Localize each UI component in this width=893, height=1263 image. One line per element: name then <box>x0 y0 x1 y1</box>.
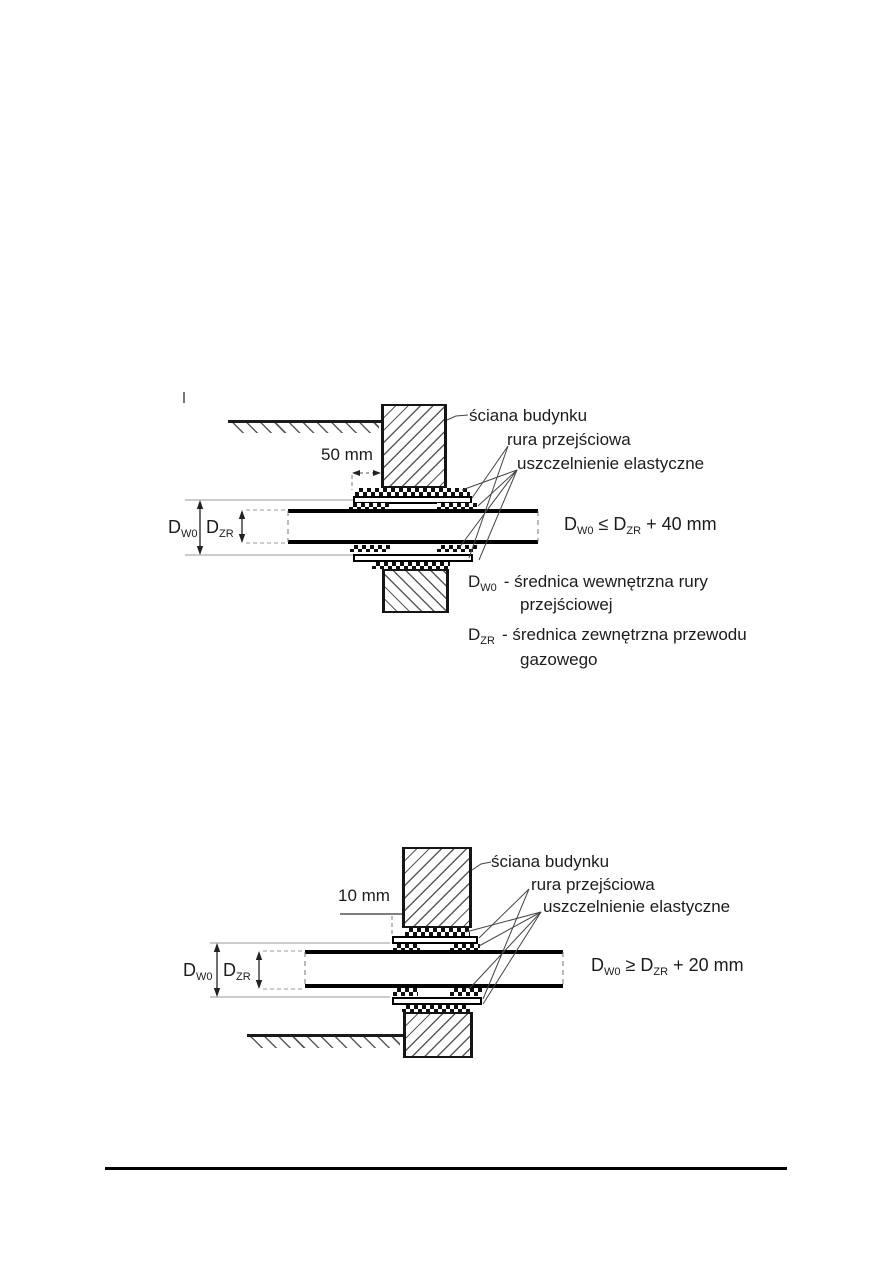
formula-operator: ≤ <box>598 514 609 534</box>
formula-rhs-sub: ZR <box>626 525 642 537</box>
legend-dzr-line2: gazowego <box>520 650 598 669</box>
footer-rule <box>105 1167 787 1170</box>
sleeve-pipe-lower <box>353 554 473 562</box>
legend-base: D <box>468 625 481 644</box>
formula-rhs-sub: ZR <box>653 966 669 978</box>
legend-sub: ZR <box>480 635 495 647</box>
formula-rhs: D <box>613 514 627 534</box>
seal-strip-lower <box>372 562 450 569</box>
wall-lower-section <box>382 569 449 613</box>
dim-base: D <box>206 517 219 537</box>
formula-lhs-sub: W0 <box>577 525 594 537</box>
formula-lhs: D <box>591 955 604 975</box>
seal-block-lower-left <box>350 545 390 552</box>
ground-hatch <box>230 422 379 433</box>
seal-block-upper-right <box>437 503 477 510</box>
diagram-wall-penetration-above-ground: ściana budynku rura przejściowa uszczeln… <box>180 840 780 1070</box>
seal-strip-lower <box>402 1005 470 1012</box>
dim-base: D <box>183 960 196 980</box>
dimension-10mm: 10 mm <box>338 886 390 905</box>
legend-text: - średnica wewnętrzna rury <box>503 572 708 591</box>
gas-pipe <box>288 509 538 544</box>
legend-base: D <box>468 572 481 591</box>
dimension-label-dw0: DW0 <box>183 960 213 983</box>
seal-block-upper-left <box>393 944 420 951</box>
dimension-50mm: 50 mm <box>321 445 373 464</box>
legend-dw0-line2: przejściowej <box>520 595 613 614</box>
annotation-lines-bottom <box>210 861 564 1005</box>
dim-sub: ZR <box>219 528 234 540</box>
dim-base: D <box>168 517 181 537</box>
ground-line <box>228 420 381 423</box>
label-seal: uszczelnienie elastyczne <box>517 454 705 473</box>
formula-operator: ≥ <box>625 955 636 975</box>
ground-line <box>247 1034 403 1037</box>
seal-strip-upper <box>405 928 470 936</box>
dimension-label-dzr: DZR <box>223 960 251 983</box>
scan-tick-mark <box>183 392 185 403</box>
dim-sub: W0 <box>181 528 198 540</box>
dimension-label-dw0: DW0 <box>168 517 198 540</box>
label-wall: ściana budynku <box>469 406 588 425</box>
dim-sub: W0 <box>196 971 213 983</box>
formula-tail: + 20 mm <box>673 955 744 975</box>
formula-lhs: D <box>564 514 577 534</box>
sleeve-pipe-lower <box>392 997 482 1005</box>
gas-pipe <box>305 950 563 988</box>
seal-block-lower-left <box>393 988 418 996</box>
label-sleeve: rura przejściowa <box>507 430 631 449</box>
formula-tail: + 40 mm <box>646 514 717 534</box>
seal-block-upper-left <box>349 503 389 510</box>
formula-rhs: D <box>640 955 654 975</box>
sleeve-pipe-upper <box>353 496 472 504</box>
dim-base: D <box>223 960 236 980</box>
wall-lower-section <box>403 1012 473 1058</box>
wall-upper-section <box>381 404 447 488</box>
legend-sub: W0 <box>480 582 497 594</box>
legend-text: - średnica zewnętrzna przewodu <box>501 625 747 644</box>
formula-lhs-sub: W0 <box>604 966 621 978</box>
label-seal: uszczelnienie elastyczne <box>543 897 731 916</box>
formula-bottom: DW0≥DZR+ 20 mm <box>591 955 744 978</box>
diagram-wall-penetration-underground: ściana budynku rura przejściowa uszczeln… <box>160 390 780 685</box>
seal-block-lower-right <box>437 545 477 552</box>
sleeve-pipe-upper <box>392 936 478 944</box>
dim-sub: ZR <box>236 971 251 983</box>
formula-top: DW0≤DZR+ 40 mm <box>564 514 717 537</box>
wall-upper-section <box>402 847 472 928</box>
ground-hatch <box>249 1037 400 1048</box>
seal-block-upper-right <box>450 944 480 951</box>
label-wall: ściana budynku <box>491 852 610 871</box>
label-sleeve: rura przejściowa <box>531 875 655 894</box>
dimension-label-dzr: DZR <box>206 517 234 540</box>
seal-block-lower-right <box>450 988 482 996</box>
seal-strip-upper <box>355 488 470 496</box>
legend-dzr-line1: DZR - średnica zewnętrzna przewodu <box>468 625 747 647</box>
legend-dw0-line1: DW0 - średnica wewnętrzna rury <box>468 572 708 594</box>
annotation-lines-top <box>185 414 539 561</box>
